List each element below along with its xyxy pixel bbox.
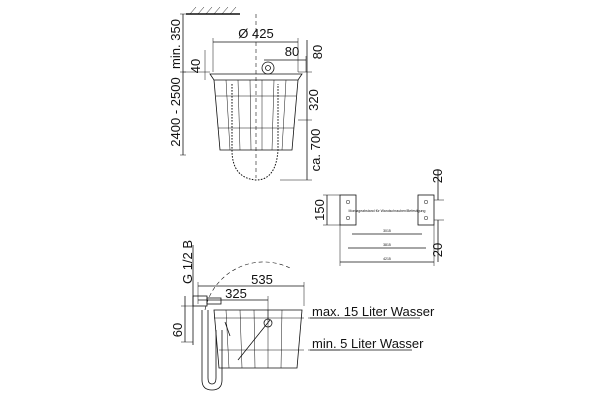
side-325-label: 325 <box>225 286 247 301</box>
max-water-label: max. 15 Liter Wasser <box>312 304 435 319</box>
bracket-outer-label: 4215 <box>383 257 391 261</box>
side-535-label: 535 <box>251 272 273 287</box>
side-view <box>181 245 420 391</box>
range-2400-2500-label: 2400 - 2500 <box>168 77 183 146</box>
thread-label: G 1/2 B <box>180 240 195 284</box>
side-60-label: 60 <box>170 323 185 337</box>
val-40-label: 40 <box>188 59 203 73</box>
bracket-inner-2-label: 3815 <box>383 243 391 247</box>
bracket-20-bottom-label: 20 <box>430 243 445 257</box>
front-view <box>180 6 312 181</box>
bracket-20-top-label: 20 <box>430 169 445 183</box>
bracket-inner-1-label: 3015 <box>383 229 391 233</box>
offset-80-top-label: 80 <box>285 44 299 59</box>
diameter-label: Ø 425 <box>238 26 273 41</box>
offset-80-right-label: 80 <box>310 45 325 59</box>
ca-700-label: ca. 700 <box>308 129 323 172</box>
min-350-label: min. 350 <box>168 19 183 69</box>
val-320-label: 320 <box>306 89 321 111</box>
bracket-note-label: Montageabstand für Wandschrauben/Befesti… <box>349 209 426 213</box>
bracket-view <box>323 170 444 266</box>
bracket-150-label: 150 <box>312 199 327 221</box>
min-water-label: min. 5 Liter Wasser <box>312 336 424 351</box>
